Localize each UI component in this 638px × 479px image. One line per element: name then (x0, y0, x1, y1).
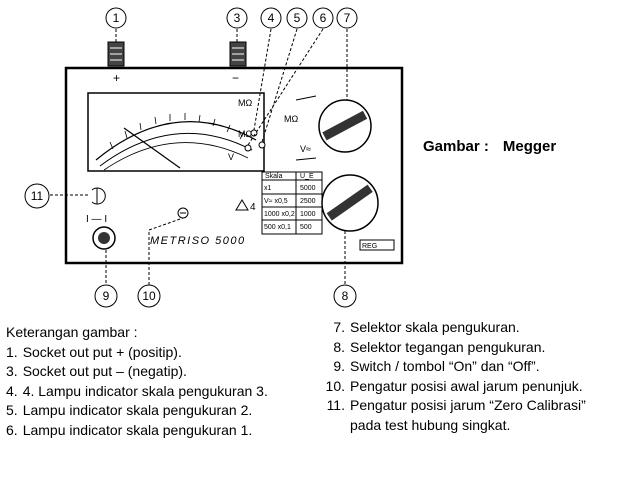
voltage-table: Skala U_E x1 5000 V≈ x0,5 2500 1000 x0,2… (261, 171, 323, 235)
scale-unit-low: V (228, 152, 234, 162)
legend-item: 10.Pengatur posisi awal jarum penunjuk. (325, 377, 583, 394)
legend-title: Keterangan gambar : (6, 324, 138, 340)
table-header-scale: Skala (265, 173, 283, 180)
on-off-switch: I — I (86, 214, 116, 250)
voltage-selector (321, 174, 379, 232)
callout-9: 9 (94, 284, 118, 308)
warning-icon: 4 (235, 199, 256, 213)
legend-item: 11.Pengatur posisi jarum “Zero Calibrasi… (326, 397, 586, 414)
callout-8: 8 (333, 284, 357, 308)
callout-1: 1 (105, 7, 127, 29)
legend-continuation: pada test hubung singkat. (350, 416, 511, 433)
svg-text:6: 6 (320, 11, 327, 25)
legend-item: 8.Selektor tegangan pengukuran. (333, 338, 546, 355)
table-cell: 1000 (300, 211, 316, 218)
legend-item: 7.Selektor skala pengukuran. (333, 319, 520, 335)
table-header-ue: U_E (300, 173, 314, 180)
callout-4: 4 (260, 7, 282, 29)
svg-text:5: 5 (294, 11, 301, 25)
svg-text:1: 1 (113, 11, 120, 25)
callout-10: 10 (137, 284, 161, 308)
svg-text:11: 11 (31, 189, 44, 203)
svg-text:3: 3 (234, 11, 241, 25)
polarity-plus: + (113, 71, 120, 85)
legend-item: 1.Socket out put + (positip). (6, 343, 182, 360)
needle-adjust-screw (177, 207, 189, 219)
legend-item: 6.Lampu indicator skala pengukuran 1. (6, 421, 253, 438)
brand-label: METRISO 5000 (150, 235, 246, 247)
callout-11: 11 (24, 183, 50, 209)
callout-7: 7 (336, 7, 358, 29)
legend-item: 9.Switch / tombol “On” dan “Off”. (333, 358, 540, 375)
svg-text:9: 9 (103, 289, 110, 303)
scale-selector: MΩ V≈ (284, 95, 372, 161)
selector-label-top: MΩ (284, 114, 298, 124)
legend-item: 4.4. Lampu indicator skala pengukuran 3. (6, 382, 268, 399)
svg-text:8: 8 (342, 289, 349, 303)
megger-diagram: + − MΩ MΩ V MΩ V≈ (24, 7, 404, 308)
socket-negative: − (229, 41, 247, 85)
legend-left: Keterangan gambar : 1.Socket out put + (… (6, 323, 268, 441)
svg-text:10: 10 (142, 289, 156, 303)
table-cell: 1000 x0,2 (264, 211, 295, 218)
leader-lines (50, 28, 348, 285)
callout-5: 5 (286, 7, 308, 29)
table-cell: V≈ x0,5 (264, 198, 288, 205)
callout-markers: 1 3 4 5 6 7 11 9 10 8 (24, 7, 358, 308)
table-cell: 500 x0,1 (264, 224, 291, 231)
table-cell: x1 (264, 185, 272, 192)
device-body (64, 66, 404, 265)
figure-caption: Gambar : Megger (423, 138, 570, 155)
callout-6: 6 (312, 7, 334, 29)
caption-label: Gambar : (423, 138, 489, 155)
table-cell: 500 (300, 224, 312, 231)
polarity-minus: − (232, 71, 239, 85)
caption-value: Megger (502, 138, 557, 155)
svg-text:4: 4 (250, 202, 256, 213)
legend-right: 7.Selektor skala pengukuran. 8.Selektor … (316, 318, 586, 436)
svg-text:I — I: I — I (86, 214, 107, 225)
selector-label-bottom: V≈ (300, 144, 311, 154)
socket-positive: + (107, 41, 125, 85)
reg-plate: REG (359, 239, 395, 251)
svg-text:7: 7 (344, 11, 351, 25)
legend-item: 5.Lampu indicator skala pengukuran 2. (6, 402, 253, 419)
table-cell: 2500 (300, 198, 316, 205)
callout-3: 3 (226, 7, 248, 29)
meter-scale: MΩ MΩ V (87, 92, 265, 172)
table-cell: 5000 (300, 185, 316, 192)
svg-text:REG: REG (362, 243, 377, 250)
scale-unit-top: MΩ (238, 98, 252, 108)
legend-item: 3.Socket out put – (negatip). (6, 363, 187, 380)
svg-text:4: 4 (268, 11, 275, 25)
zero-calibration-knob (91, 187, 106, 205)
scale-unit-mid: MΩ (238, 129, 252, 139)
